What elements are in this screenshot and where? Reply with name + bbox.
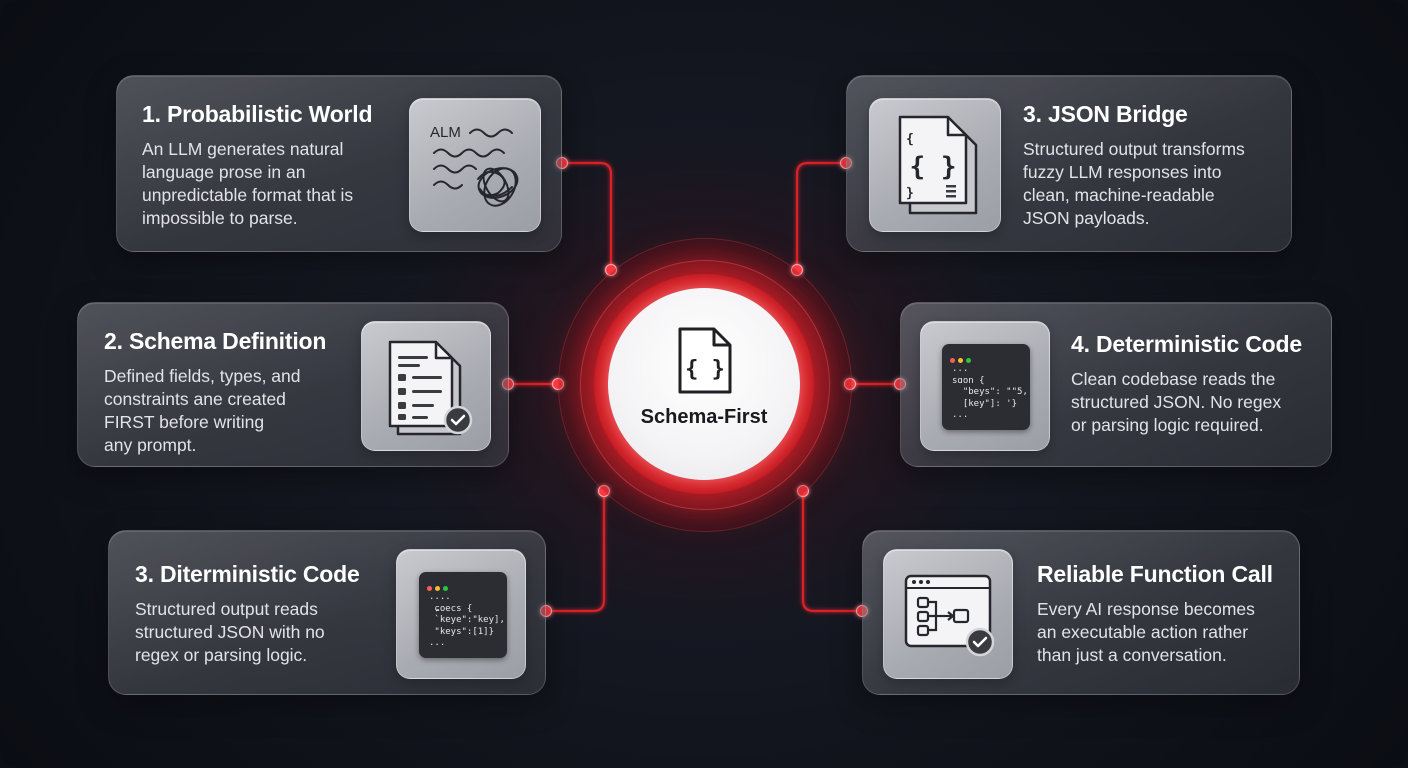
wire-diterministic: [546, 491, 606, 613]
card-title: Reliable Function Call: [1037, 561, 1273, 587]
window-controls: [950, 350, 974, 363]
code-snippet: .... ɕoecs { `keye":"key], "keys":[1]} .…: [429, 592, 505, 648]
card-reliable-function-call: Reliable Function Call Every AI response…: [862, 530, 1300, 695]
card-description: Clean codebase reads the structured JSON…: [1071, 369, 1282, 435]
hub-label: Schema-First: [640, 406, 768, 428]
code-snippet: ... sɑon { "beys": ""5, [key"]: '} ...: [952, 364, 1028, 420]
probabilistic-icon-tile: ALM: [409, 98, 541, 232]
card-description: Every AI response becomes an executable …: [1037, 599, 1255, 665]
card-title: 2. Schema Definition: [104, 328, 327, 354]
card-diterministic-code: 3. Diterministic Code Structured output …: [108, 530, 546, 695]
card-description: Defined fields, types, and constraints a…: [104, 366, 301, 455]
flow-window-check-icon: [904, 574, 995, 657]
code-terminal-icon: ... sɑon { "beys": ""5, [key"]: '} ...: [942, 344, 1030, 430]
diterministic-icon-tile: .... ɕoecs { `keye":"key], "keys":[1]} .…: [396, 549, 526, 679]
schema-first-hub: { } Schema-First: [608, 288, 800, 480]
json-bridge-icon-tile: { { } }: [869, 98, 1001, 232]
svg-text:{ }: { }: [685, 357, 725, 382]
svg-text:{ }: { }: [910, 152, 957, 182]
icon-text: ALM: [430, 124, 461, 141]
wire-json-bridge: [795, 161, 846, 270]
schema-definition-icon-tile: [361, 321, 491, 451]
schema-document-icon: { }: [678, 327, 732, 394]
card-title: 4. Deterministic Code: [1071, 331, 1302, 357]
card-json-bridge: { { } } 3. JSON Bridge Structured output…: [846, 75, 1292, 252]
svg-text:{: {: [906, 132, 914, 147]
card-description: Structured output reads structured JSON …: [135, 599, 325, 665]
card-description: Structured output transforms fuzzy LLM r…: [1023, 139, 1245, 228]
card-description: An LLM generates natural language prose …: [142, 139, 354, 228]
function-call-icon-tile: [883, 549, 1013, 679]
card-deterministic-code: ... sɑon { "beys": ""5, [key"]: '} ... 4…: [900, 302, 1332, 467]
card-schema-definition: 2. Schema Definition Defined fields, typ…: [77, 302, 509, 467]
card-probabilistic-world: 1. Probabilistic World An LLM generates …: [116, 75, 562, 252]
window-controls: [427, 578, 451, 591]
checklist-document-icon: [388, 340, 473, 436]
card-title: 1. Probabilistic World: [142, 101, 373, 127]
json-documents-icon: { { } }: [898, 115, 978, 215]
tangled-text-icon: ALM: [430, 124, 519, 207]
svg-text:}: }: [906, 186, 914, 201]
code-terminal-icon: .... ɕoecs { `keye":"key], "keys":[1]} .…: [419, 572, 507, 658]
card-title: 3. Diterministic Code: [135, 561, 360, 587]
wire-function-call: [801, 491, 862, 613]
wire-probabilistic: [562, 161, 613, 270]
card-title: 3. JSON Bridge: [1023, 101, 1188, 127]
deterministic-icon-tile: ... sɑon { "beys": ""5, [key"]: '} ...: [920, 321, 1050, 451]
